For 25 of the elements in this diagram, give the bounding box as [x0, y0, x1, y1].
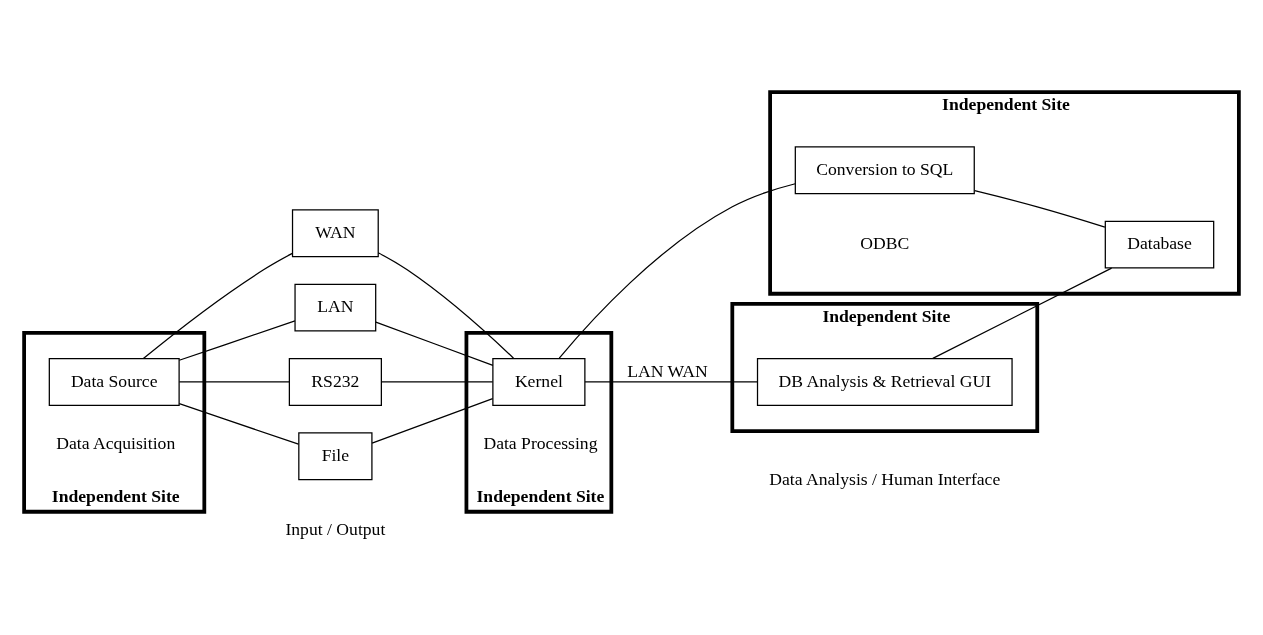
- connector: [932, 267, 1113, 359]
- edge-label: LAN WAN: [627, 360, 708, 381]
- node-box: LAN: [294, 283, 377, 332]
- connector: [974, 189, 1106, 228]
- connector: [375, 321, 494, 366]
- node-box: DB Analysis & Retrieval GUI: [756, 357, 1013, 406]
- connector: [381, 380, 494, 383]
- connector: [558, 182, 796, 359]
- node-box: File: [298, 431, 373, 480]
- connector: [178, 380, 290, 383]
- label: Input / Output: [285, 518, 386, 539]
- connector: [178, 402, 300, 445]
- connector: [584, 380, 758, 383]
- node-box: Kernel: [492, 357, 586, 406]
- node-box: Conversion to SQL: [794, 145, 975, 194]
- connector: [142, 252, 294, 359]
- connector: [178, 319, 296, 361]
- connector: [371, 397, 494, 444]
- label: Data Analysis / Human Interface: [769, 468, 1001, 489]
- connector: [377, 251, 515, 359]
- node-box: WAN: [291, 208, 379, 257]
- label: ODBC: [860, 232, 910, 253]
- node-box: Data Source: [48, 357, 180, 406]
- node-box: Database: [1104, 220, 1215, 269]
- node-box: RS232: [288, 357, 382, 406]
